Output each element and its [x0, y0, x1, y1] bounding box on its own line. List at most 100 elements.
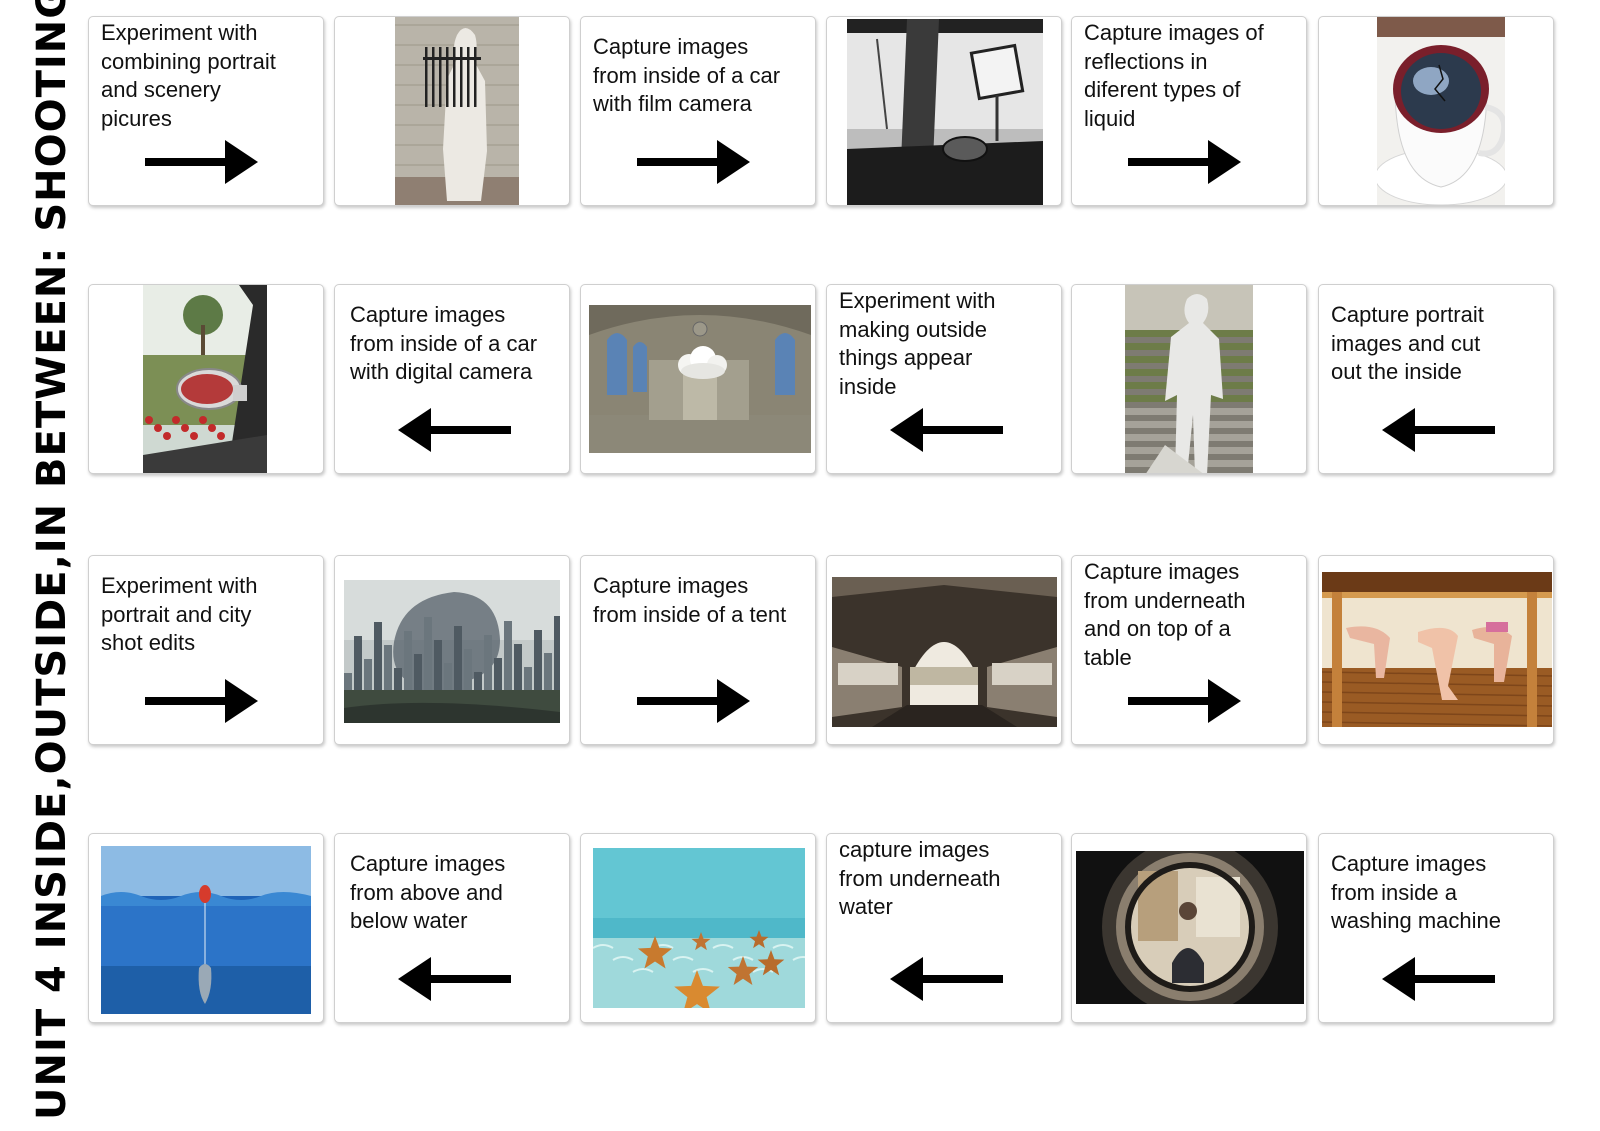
arrow-left-icon — [1382, 957, 1495, 1001]
plan-step-line: with digital camera — [350, 359, 533, 384]
portrait-silhouette-wall-image — [395, 17, 519, 205]
plan-step-line: Experiment with — [101, 20, 258, 45]
washing-machine-inside-image — [1076, 851, 1304, 1004]
arrow-left-icon — [890, 408, 1003, 452]
plan-step-line: from underneath — [839, 865, 1001, 891]
plan-step-card: Capture images from above and below water — [334, 833, 570, 1023]
plan-step-line: Capture images of — [1084, 20, 1264, 45]
plan-image-card — [580, 284, 816, 474]
arrow-left-icon — [890, 957, 1003, 1001]
plan-step-line: Experiment with — [101, 573, 258, 598]
plan-step-text: Capture images from inside a washing machi… — [1331, 850, 1501, 936]
plan-step-text: capture images from underneath water — [839, 836, 1000, 922]
plan-image-card — [826, 16, 1062, 206]
plan-step-line: making outside — [839, 316, 987, 342]
plan-step-line: from inside of a car — [350, 330, 538, 356]
plan-image-card — [580, 833, 816, 1023]
arrow-right-icon — [145, 140, 258, 184]
plan-image-card — [334, 16, 570, 206]
coffee-cup-reflection-image — [1377, 17, 1505, 205]
plan-step-text: Experiment with making outside things appe… — [839, 287, 996, 401]
plan-step-card: Capture images from underneath and on top … — [1071, 555, 1307, 745]
plan-step-card: Experiment with making outside things appe… — [826, 284, 1062, 474]
starfish-underwater-image — [593, 848, 805, 1008]
plan-step-line: reflections in — [1084, 48, 1208, 74]
arrow-right-icon — [1128, 140, 1241, 184]
plan-step-card: Capture images from inside of a car with d… — [334, 284, 570, 474]
plan-step-text: Experiment with portrait and city shot edi… — [101, 572, 258, 658]
plan-step-text: Capture images from inside of a car with f… — [593, 33, 780, 119]
plan-step-card: Capture images from inside a washing machi… — [1318, 833, 1554, 1023]
plan-image-card — [1318, 16, 1554, 206]
plan-step-card: capture images from underneath water — [826, 833, 1062, 1023]
plan-step-line: from underneath — [1084, 587, 1246, 613]
fishing-float-underwater-image — [101, 846, 311, 1014]
plan-step-card: Capture images from inside of a car with f… — [580, 16, 816, 206]
plan-step-line: Capture images — [350, 851, 506, 876]
plan-image-card — [1071, 284, 1307, 474]
inside-tent-image — [832, 577, 1057, 727]
plan-step-line: Capture images — [593, 573, 749, 598]
plan-step-line: portrait and city — [101, 601, 252, 627]
plan-step-line: and on top of a — [1084, 616, 1231, 641]
portrait-city-double-exposure-image — [344, 580, 560, 723]
plan-step-line: with film camera — [593, 91, 752, 116]
plan-step-line: Experiment with — [839, 288, 996, 313]
plan-step-line: below water — [350, 908, 468, 933]
plan-image-card — [88, 833, 324, 1023]
plan-image-card — [1071, 833, 1307, 1023]
plan-step-text: Capture images from inside of a tent — [593, 572, 786, 629]
arrow-left-icon — [398, 408, 511, 452]
plan-step-line: water — [839, 894, 893, 919]
plan-step-line: combining portrait — [101, 48, 276, 74]
plan-step-line: picures — [101, 105, 172, 131]
plan-image-card — [88, 284, 324, 474]
cutout-figure-stairs-image — [1125, 285, 1253, 473]
car-side-mirror-image — [143, 285, 267, 473]
plan-step-line: Capture images — [1331, 851, 1487, 876]
plan-step-text: Experiment with combining portrait and sce… — [101, 19, 276, 133]
car-window-street-image — [847, 19, 1043, 205]
plan-step-card: Capture portrait images and cut out the in… — [1318, 284, 1554, 474]
arrow-right-icon — [637, 140, 750, 184]
plan-step-line: Capture images — [1084, 559, 1240, 584]
plan-step-line: Capture images — [593, 34, 749, 59]
plan-step-line: diferent types of — [1084, 77, 1241, 102]
plan-image-card — [334, 555, 570, 745]
plan-step-line: washing machine — [1331, 908, 1501, 933]
plan-step-line: liquid — [1084, 105, 1136, 131]
plan-step-text: Capture images from above and below water — [350, 850, 505, 936]
plan-step-line: shot edits — [101, 630, 196, 655]
plan-step-line: capture images — [839, 837, 990, 862]
plan-step-line: inside — [839, 373, 897, 399]
plan-step-card: Capture images of reflections in diferent … — [1071, 16, 1307, 206]
plan-step-line: things appear — [839, 345, 973, 370]
arrow-right-icon — [637, 679, 750, 723]
arrow-right-icon — [1128, 679, 1241, 723]
cloud-indoor-room-image — [589, 305, 811, 453]
plan-step-line: table — [1084, 644, 1132, 670]
plan-step-line: Capture images — [350, 302, 506, 327]
plan-step-line: from inside of a car — [593, 62, 781, 88]
plan-image-card — [1318, 555, 1554, 745]
plan-step-line: from inside a — [1331, 879, 1457, 905]
plan-step-text: Capture images from inside of a car with d… — [350, 301, 537, 387]
page-title: UNIT 4 INSIDE,OUTSIDE,IN BETWEEN: SHOOTI… — [29, 0, 75, 1120]
plan-step-card: Experiment with combining portrait and sce… — [88, 16, 324, 206]
plan-step-text: Capture images from underneath and on top … — [1084, 558, 1245, 672]
plan-image-card — [826, 555, 1062, 745]
plan-step-line: from above and — [350, 879, 503, 905]
plan-step-line: images and cut — [1331, 330, 1481, 356]
plan-step-line: and scenery — [101, 77, 221, 102]
plan-step-card: Experiment with portrait and city shot edi… — [88, 555, 324, 745]
plan-step-text: Capture portrait images and cut out the in… — [1331, 301, 1484, 387]
arrow-left-icon — [398, 957, 511, 1001]
arrow-left-icon — [1382, 408, 1495, 452]
plan-step-line: out the inside — [1331, 359, 1462, 384]
arrow-right-icon — [145, 679, 258, 723]
plan-step-line: Capture portrait — [1331, 302, 1484, 327]
plan-step-card: Capture images from inside of a tent — [580, 555, 816, 745]
plan-step-text: Capture images of reflections in diferent … — [1084, 19, 1264, 133]
plan-step-line: from inside of a tent — [593, 601, 787, 627]
under-table-legs-image — [1322, 572, 1552, 727]
